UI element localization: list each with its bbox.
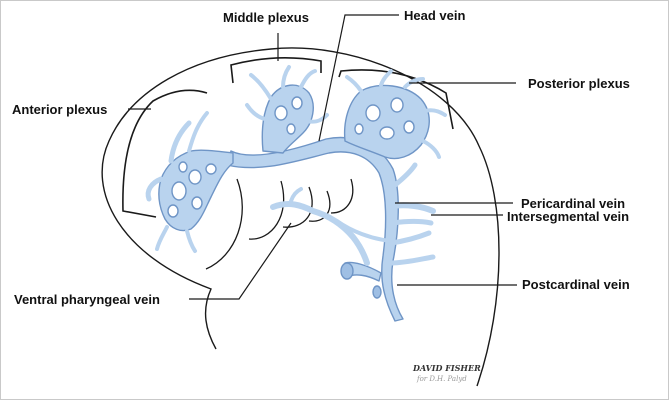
intersegmental-branch (390, 202, 436, 214)
intersegmental-vein-label: Intersegmental vein (507, 209, 630, 224)
pharyngeal-arch-curve-5 (330, 178, 354, 214)
intersegmental-branch (388, 254, 436, 266)
intersegmental-branch (392, 162, 418, 188)
head-vein-leader (318, 14, 399, 142)
posterior-plexus-bracket (338, 69, 454, 130)
middle-plexus-vessels (245, 65, 329, 154)
postcardinal-vein-label: Postcardinal vein (522, 277, 630, 292)
middle-plexus-bracket (230, 57, 322, 84)
posterior-plexus-label: Posterior plexus (528, 76, 630, 91)
pharyngeal-arch-curve-1 (205, 178, 243, 270)
artist-signature: DAVID FISHER (413, 363, 481, 373)
postcardinal-vein-opening (340, 262, 354, 280)
intersegmental-branch (388, 230, 432, 246)
ventral-pharyngeal-vessel (270, 201, 370, 266)
intersegmental-branch (390, 219, 434, 226)
ventral-pharyngeal-branch (289, 187, 303, 203)
middle-plexus-label: Middle plexus (223, 10, 309, 25)
ventral-pharyngeal-vein-label: Ventral pharyngeal vein (14, 292, 160, 307)
postcardinal-vein-end (372, 285, 382, 299)
ventral-pharyngeal-vein-leader (189, 222, 292, 300)
anterior-plexus-bracket (122, 89, 208, 218)
head-outline (101, 47, 500, 387)
artist-credit: for D.H. Palyd (417, 375, 467, 383)
head-vein-vessel (226, 136, 404, 322)
posterior-plexus-vessels (343, 69, 447, 160)
head-vein-label: Head vein (404, 8, 466, 23)
anterior-plexus-vessels (145, 111, 234, 253)
vessel-network (145, 65, 447, 322)
pharyngeal-arch-curve-2 (248, 180, 285, 240)
pericardinal-vein-label: Pericardinal vein (521, 196, 626, 211)
anterior-plexus-label: Anterior plexus (12, 102, 108, 117)
